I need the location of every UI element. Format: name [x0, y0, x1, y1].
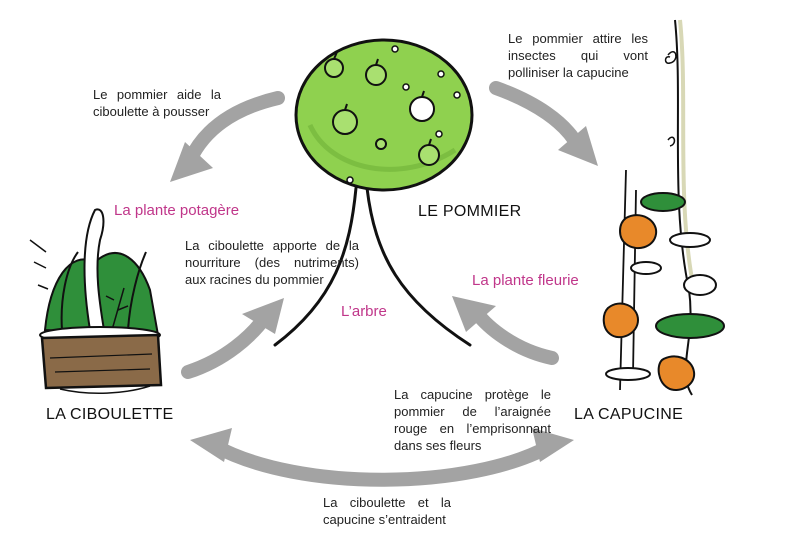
- chive-pot-illustration: [29, 208, 163, 395]
- relation-ciboulette-to-pommier: La ciboulette apporte de la nourriture (…: [185, 238, 359, 287]
- node-title-pommier: LE POMMIER: [418, 203, 522, 220]
- arrow-head-to-capucine-bottom: [532, 428, 574, 462]
- arrow-pommier-to-capucine: [489, 81, 585, 153]
- arrow-ciboulette-capucine: [208, 439, 557, 487]
- arrow-capucine-to-pommier: [469, 305, 559, 365]
- arrow-pommier-to-ciboulette: [183, 91, 285, 167]
- relation-pommier-to-ciboulette: Le pommier aide la ciboulette à pousser: [93, 87, 221, 119]
- node-role-capucine: La plante fleurie: [472, 272, 579, 289]
- relation-capucine-to-pommier: La capucine protège le pommier de l’arai…: [394, 387, 551, 453]
- arrows-layer: [170, 81, 598, 487]
- node-role-ciboulette: La plante potagère: [114, 202, 240, 219]
- apple-tree-illustration: [273, 38, 474, 347]
- node-title-ciboulette: LA CIBOULETTE: [46, 406, 174, 423]
- arrow-head-to-pommier-right: [452, 296, 496, 332]
- arrow-head-to-pommier-left: [242, 298, 284, 334]
- arrow-head-to-capucine: [558, 126, 598, 166]
- nasturtium-illustration: [602, 19, 725, 396]
- arrow-head-to-ciboulette: [170, 142, 213, 182]
- relation-ciboulette-capucine: La ciboulette et la capucine s’entraiden…: [323, 495, 451, 527]
- arrow-ciboulette-to-pommier: [181, 309, 273, 379]
- node-role-pommier: L’arbre: [341, 303, 387, 320]
- arrow-head-to-ciboulette-bottom: [190, 428, 232, 462]
- node-title-capucine: LA CAPUCINE: [574, 406, 684, 423]
- relation-pommier-to-capucine: Le pommier attire les insectes qui vont …: [508, 31, 648, 80]
